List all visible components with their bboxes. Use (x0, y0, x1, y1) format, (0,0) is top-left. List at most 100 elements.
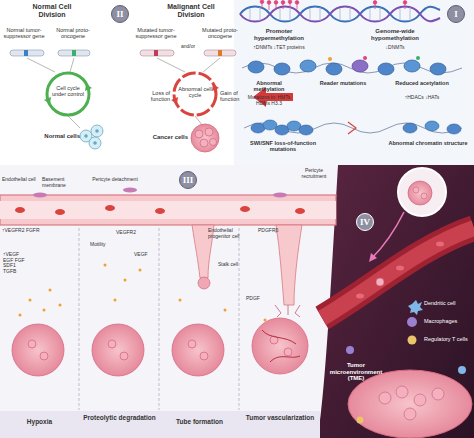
annotation-label: VEGF (134, 252, 148, 258)
nucleosome (378, 63, 394, 75)
annotation-label: Genome-wide hypomethylation (356, 28, 434, 41)
cell-cycle (212, 84, 219, 91)
annotation-label: Loss of function (138, 90, 170, 102)
dna-helix (280, 8, 281, 20)
growth-factors (104, 264, 107, 267)
growth-factors (124, 279, 127, 282)
annotation-label: PDGF (246, 296, 260, 302)
chromatin (447, 124, 461, 134)
magnified-view (372, 212, 404, 258)
nucleosome (242, 56, 462, 75)
panel-number: II (111, 5, 129, 23)
annotation-label: Gain of function (220, 90, 250, 102)
gene-bars (10, 50, 44, 56)
annotation-label: Abnormal methylation (240, 80, 298, 92)
immune-cells (346, 346, 354, 354)
stage-divider (239, 228, 240, 410)
growth-factors (179, 299, 182, 302)
tumor (28, 340, 36, 348)
annotation-label: Normal Cell Division (24, 3, 80, 19)
annotation-label: VEGFR2 (116, 230, 136, 236)
vessel-wall (240, 206, 250, 212)
annotation-label: Normal proto-oncogene (52, 27, 94, 39)
tumor (252, 318, 308, 374)
annotation-label: Reader mutations (318, 80, 368, 86)
annotation-label: Promoter hypermethylation (240, 28, 318, 41)
annotation-label: ↑VEGFR2 FGFR (2, 228, 42, 234)
tumor-mass (379, 392, 391, 404)
blood-vessel (322, 228, 474, 318)
annotation-label: ↑HDACs ↓HATs (397, 95, 447, 101)
cell-cycle (47, 73, 89, 115)
annotation-label: Tumor microenvironment (TME) (326, 362, 386, 382)
methyl-group (260, 0, 264, 4)
panel-number: III (179, 171, 197, 189)
stage-band (0, 411, 320, 438)
dna-helix (340, 8, 341, 20)
tumor (12, 324, 64, 376)
dna-helix (350, 7, 351, 21)
dna-helix (250, 7, 410, 21)
annotation-label: Dendritic cell (424, 300, 470, 306)
normal-cells (80, 125, 103, 149)
normal-cells (91, 125, 103, 137)
panel-background (318, 165, 474, 438)
blood-vessel (376, 278, 384, 286)
vessel-wall (123, 188, 137, 193)
methyl-group (281, 1, 285, 5)
blood-vessel (356, 294, 364, 299)
annotation-label: Proteolytic degradation (80, 414, 159, 421)
gene-bars (154, 50, 158, 56)
dna-helix (380, 7, 381, 21)
chromatin (348, 122, 356, 134)
immune-cells (357, 417, 364, 424)
annotation-label: Abnormal chromatin structure (388, 140, 468, 146)
chromatin (299, 125, 313, 135)
gene-bars (218, 50, 222, 56)
blood-vessel (322, 228, 474, 318)
gene-bars (24, 50, 28, 56)
vessel-wall (15, 207, 25, 213)
sprout (192, 225, 302, 317)
gene-bars (58, 50, 90, 56)
immune-cells (407, 317, 417, 327)
normal-cells (93, 141, 97, 145)
growth-factors (224, 309, 227, 312)
panel-number-text: II (116, 10, 123, 19)
nucleosome (416, 56, 420, 60)
growth-factors (139, 269, 142, 272)
tumor-mass (414, 394, 426, 406)
annotation-label: Cell cycle under control (50, 85, 86, 97)
vessel-wall (0, 188, 336, 226)
annotation-label: Pericyte recruitment (292, 168, 336, 179)
panel-number: IV (356, 213, 374, 231)
panel-background (234, 0, 474, 165)
gene-bars (204, 50, 236, 56)
methyl-group (267, 1, 271, 5)
tumor-mass (348, 370, 472, 438)
chromatin (244, 120, 462, 135)
dna-helix (310, 8, 311, 20)
gene-bars (27, 58, 55, 72)
cancer-cells (205, 128, 213, 136)
cell-cycle (85, 84, 92, 91)
growth-factors (264, 319, 267, 322)
dna-helix (400, 8, 401, 20)
magnified-view (398, 168, 446, 216)
gene-bars (70, 58, 74, 72)
stage-divider (79, 228, 80, 410)
annotation-label: Motility (90, 242, 106, 248)
vessel-wall (0, 201, 336, 219)
immune-cells (458, 366, 466, 374)
annotation-label: and/or (181, 44, 195, 50)
normal-cells (95, 129, 99, 133)
nucleosome (430, 63, 446, 75)
tumor (120, 352, 128, 360)
growth-factors (19, 314, 22, 317)
gene-bars (157, 58, 185, 72)
annotation-label: Endothelial cell (2, 177, 38, 183)
annotation-label: Reduced acetylation (392, 80, 452, 86)
annotation-label: Stalk cell (218, 262, 252, 268)
